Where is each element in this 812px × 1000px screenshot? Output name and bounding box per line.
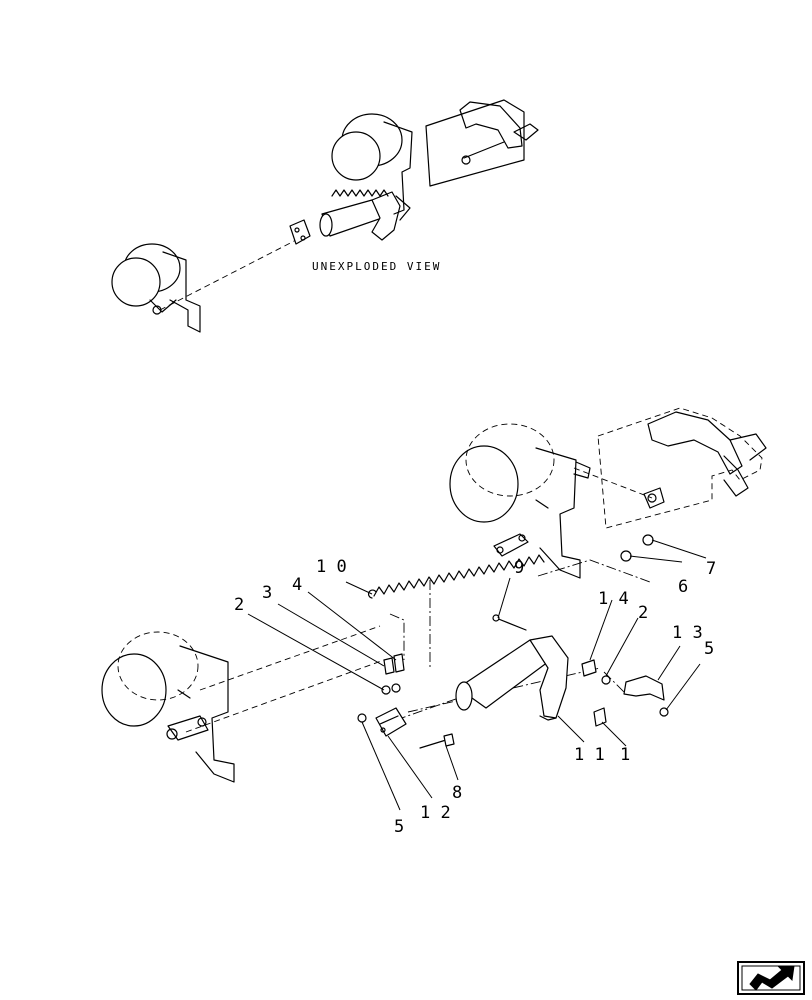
bolt-1 — [593, 707, 607, 727]
callout-11: 1 1 — [574, 745, 605, 765]
right-motor-exploded — [449, 423, 591, 579]
sleeve-14 — [581, 659, 597, 677]
callout-14: 1 4 — [598, 589, 629, 609]
callout-3: 3 — [262, 583, 272, 603]
bolt-8 — [419, 733, 455, 749]
callout-10: 1 0 — [316, 557, 347, 577]
exploded-assembly: 1 0 4 3 2 9 1 4 2 1 3 5 6 7 1 1 1 1 2 8 … — [101, 407, 767, 837]
panel-exploded — [573, 407, 767, 529]
spring-clip — [493, 533, 529, 557]
clamp-top — [289, 219, 311, 245]
nut-7 — [642, 534, 654, 546]
spring-10 — [368, 554, 545, 599]
callout-7: 7 — [706, 559, 716, 579]
callout-8: 8 — [452, 783, 462, 803]
unexploded-assembly: UNEXPLODED VIEW — [111, 99, 539, 333]
unexploded-view-caption: UNEXPLODED VIEW — [312, 260, 441, 273]
callout-12: 1 2 — [420, 803, 451, 823]
nut-2-left — [381, 683, 401, 695]
bracket-13 — [623, 675, 665, 701]
bolt-4 — [393, 653, 405, 673]
left-motor-top — [111, 243, 201, 333]
leader-lines — [247, 539, 707, 811]
callout-2-right: 2 — [638, 603, 648, 623]
washer-6 — [620, 550, 632, 562]
callout-6: 6 — [678, 577, 688, 597]
assembly-line-b — [537, 559, 651, 583]
assembly-line-d — [395, 693, 471, 721]
right-motor-top — [331, 113, 413, 221]
callout-1: 1 — [620, 745, 630, 765]
callout-2-left: 2 — [234, 595, 244, 615]
callout-5-left: 5 — [394, 817, 404, 837]
nut-2-right — [601, 675, 611, 685]
clamp-12 — [375, 707, 407, 737]
assembly-line-c — [389, 613, 405, 660]
nut-5-left — [357, 713, 367, 723]
pin-9 — [492, 614, 527, 631]
callout-9: 9 — [514, 558, 524, 578]
actuator-top — [319, 191, 401, 241]
assembly-line-h — [199, 625, 381, 691]
assembly-line-g — [185, 659, 385, 733]
assembly-line-f — [603, 671, 627, 695]
unexploded-dashline — [159, 237, 301, 311]
panel-top — [425, 99, 539, 187]
bolt-3 — [383, 657, 395, 675]
callout-5-right: 5 — [704, 639, 714, 659]
spring-top — [331, 189, 389, 197]
next-page-arrow-icon[interactable] — [737, 961, 805, 995]
callout-13: 1 3 — [672, 623, 703, 643]
left-motor-exploded — [101, 631, 235, 783]
actuator-11 — [455, 635, 569, 721]
callout-4: 4 — [292, 575, 302, 595]
